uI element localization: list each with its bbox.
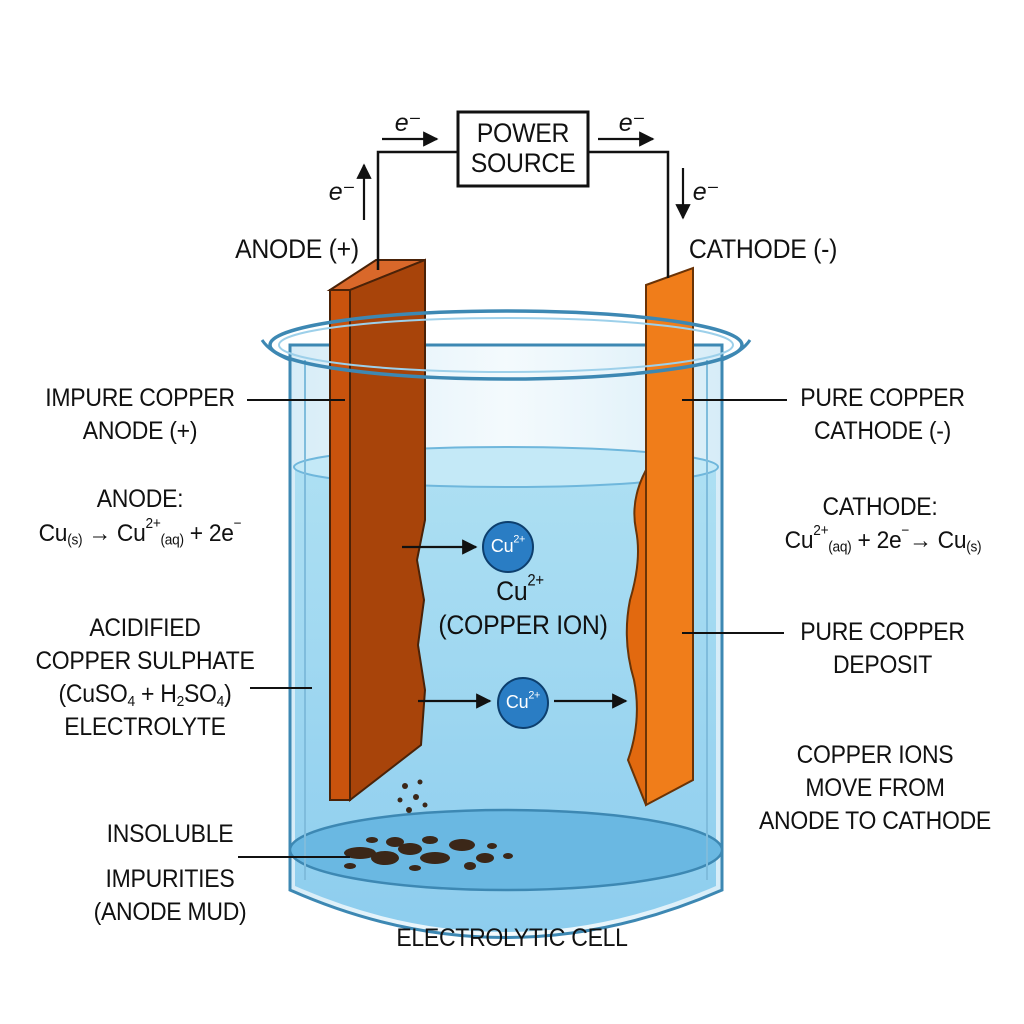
pure-cathode-line-2: CATHODE (-)	[813, 417, 952, 445]
copper-ion-caption: (COPPER ION)	[438, 610, 608, 640]
cathode-electrode	[625, 266, 694, 807]
anode-reaction-equation: Cu(s) → Cu2+(aq) + 2e−	[38, 516, 242, 549]
impurities-label: IMPURITIES (ANODE MUD)	[69, 863, 271, 929]
pure-cathode-label: PURE COPPER CATHODE (-)	[779, 382, 986, 448]
copper-ion-symbol-upper: Cu2+	[490, 533, 526, 556]
impure-anode-line-2: ANODE (+)	[82, 417, 198, 445]
migration-line-3: ANODE TO CATHODE	[758, 807, 992, 835]
deposit-label: PURE COPPER DEPOSIT	[779, 616, 986, 682]
copper-ion-formula: Cu2+	[496, 571, 544, 606]
anode-reaction-title: ANODE:	[96, 485, 184, 513]
cathode-reaction-equation: Cu2+(aq) + 2e−→ Cu(s)	[784, 523, 982, 556]
impure-anode-label: IMPURE COPPER ANODE (+)	[34, 382, 246, 448]
migration-line-1: COPPER IONS	[796, 741, 954, 769]
copper-ion-lower	[497, 677, 549, 729]
power-source-label: POWER SOURCE	[463, 118, 583, 178]
pure-cathode-line-1: PURE COPPER	[800, 384, 965, 412]
power-source-line-2: SOURCE	[470, 148, 576, 178]
impurities-line-2: IMPURITIES	[105, 865, 235, 893]
migration-line-2: MOVE FROM	[805, 774, 945, 802]
anode-heading: ANODE (+)	[235, 234, 359, 264]
cathode-heading: CATHODE (-)	[688, 234, 838, 264]
electrolyte-label: ACIDIFIED COPPER SULPHATE (CuSO4 + H2SO4…	[30, 612, 260, 744]
electrolyte-line-4: ELECTROLYTE	[64, 713, 226, 741]
copper-ion-symbol-lower: Cu2+	[505, 689, 541, 712]
electron-label-right: e⁻	[692, 178, 720, 206]
deposit-line-1: PURE COPPER	[800, 618, 965, 646]
electron-label-top-right: e⁻	[618, 109, 646, 137]
impurities-line-3: (ANODE MUD)	[93, 898, 247, 926]
anode-electrode	[326, 258, 427, 803]
impure-anode-line-1: IMPURE COPPER	[45, 384, 235, 412]
anode-mud-icon	[344, 779, 513, 871]
beaker-rim	[268, 309, 744, 381]
electrolyte-formula: (CuSO4 + H2SO4)	[58, 680, 232, 710]
deposit-line-2: DEPOSIT	[832, 651, 933, 679]
electron-label-top-left: e⁻	[394, 109, 422, 137]
copper-ion-upper	[482, 521, 534, 573]
electron-label-left: e⁻	[328, 178, 356, 206]
impurities-title: INSOLUBLE	[106, 820, 234, 848]
diagram-caption: ELECTROLYTIC CELL	[396, 924, 628, 952]
migration-note: COPPER IONS MOVE FROM ANODE TO CATHODE	[755, 739, 994, 838]
wire-cathode	[588, 150, 670, 278]
beaker-bottom	[288, 808, 724, 892]
cathode-reaction-title: CATHODE:	[822, 493, 938, 521]
power-source-line-1: POWER	[476, 118, 570, 148]
electrolyte-line-2: COPPER SULPHATE	[35, 647, 255, 675]
power-source-box	[456, 110, 590, 188]
wire-anode	[376, 150, 458, 270]
electrolyte-line-1: ACIDIFIED	[89, 614, 201, 642]
